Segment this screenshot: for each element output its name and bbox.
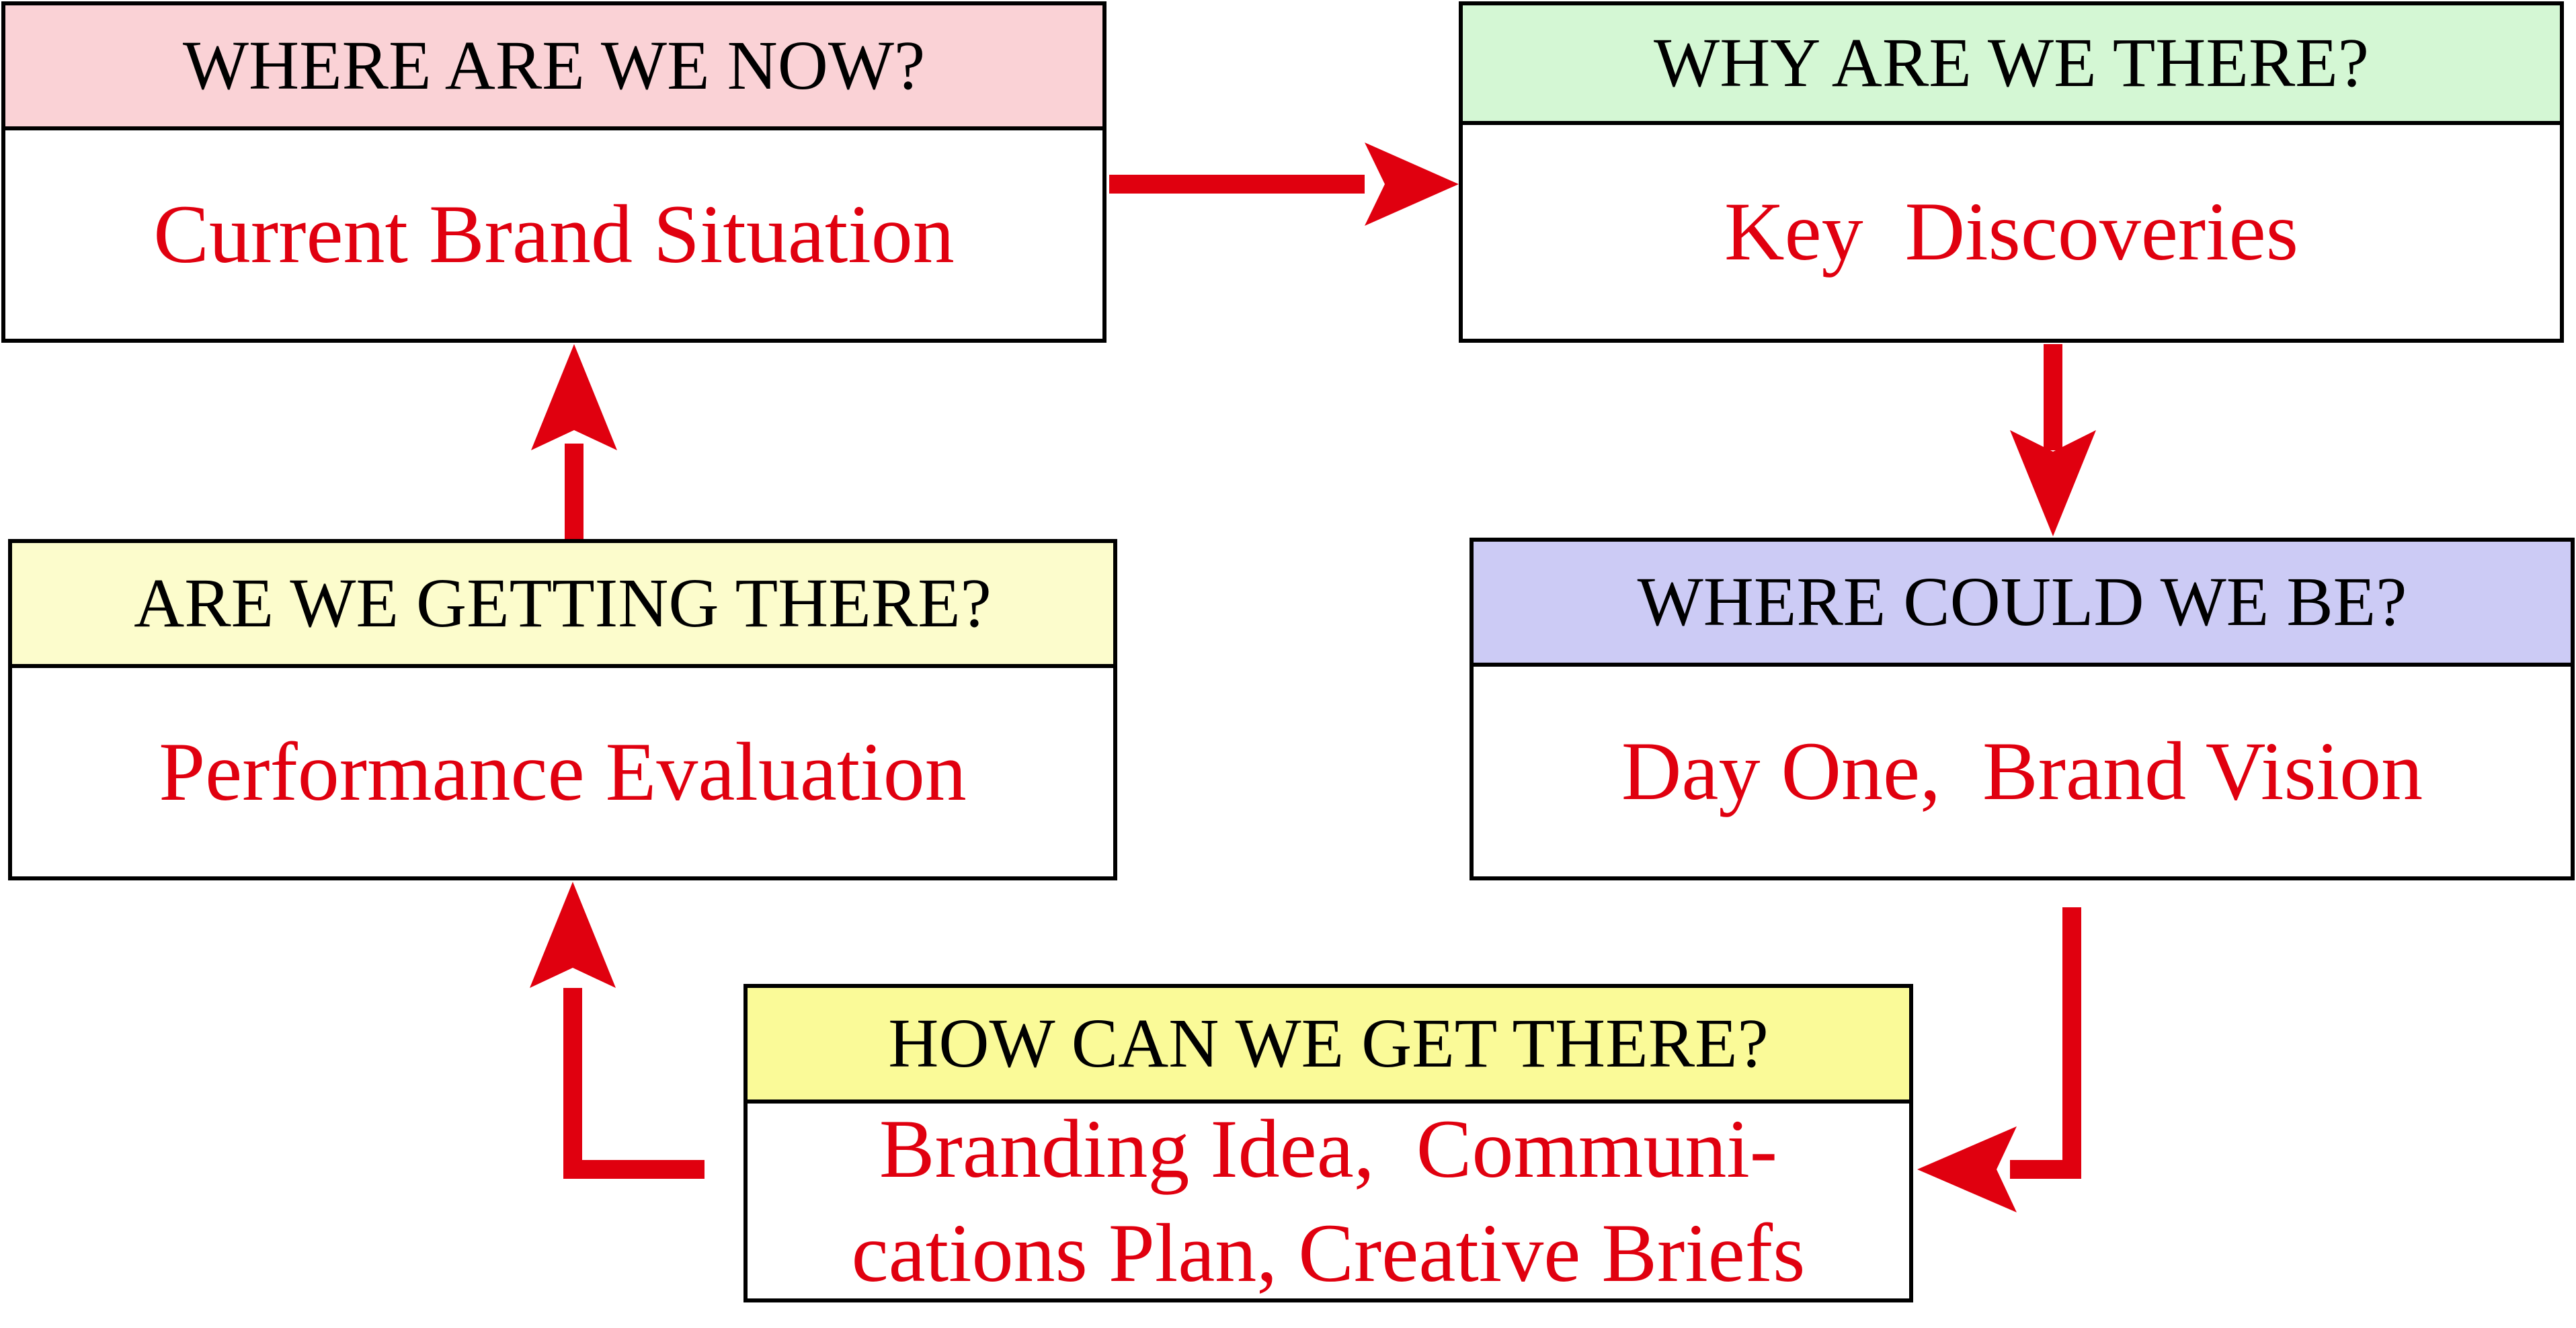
arrow-now-to-why xyxy=(1109,142,1459,226)
stage-header-why-are-we-there: WHY ARE WE THERE? xyxy=(1463,5,2560,125)
arrow-getting-to-now xyxy=(531,344,617,539)
stage-header-how-can-we-get-there: HOW CAN WE GET THERE? xyxy=(748,988,1909,1104)
stage-box-how-can-we-get-there: HOW CAN WE GET THERE? Branding Idea, Com… xyxy=(743,984,1913,1302)
stage-box-why-are-we-there: WHY ARE WE THERE? Key Discoveries xyxy=(1459,1,2564,343)
stage-body-day-one-brand-vision: Day One, Brand Vision xyxy=(1621,725,2423,818)
stage-body-key-discoveries: Key Discoveries xyxy=(1724,185,2298,278)
stage-box-where-could-we-be: WHERE COULD WE BE? Day One, Brand Vision xyxy=(1470,538,2575,880)
arrow-could-to-how xyxy=(1917,907,2081,1212)
arrow-how-to-getting xyxy=(530,882,705,1179)
stage-box-where-are-we-now: WHERE ARE WE NOW? Current Brand Situatio… xyxy=(1,1,1106,343)
arrow-why-to-could xyxy=(2010,344,2096,536)
stage-body-branding-communications-creative: Branding Idea, Communi- cations Plan, Cr… xyxy=(851,1103,1806,1299)
stage-body-current-brand-situation: Current Brand Situation xyxy=(153,188,955,281)
stage-box-are-we-getting-there: ARE WE GETTING THERE? Performance Evalua… xyxy=(8,539,1117,880)
stage-header-are-we-getting-there: ARE WE GETTING THERE? xyxy=(12,543,1113,668)
stage-header-where-could-we-be: WHERE COULD WE BE? xyxy=(1474,542,2571,667)
stage-body-performance-evaluation: Performance Evaluation xyxy=(159,726,967,819)
stage-header-where-are-we-now: WHERE ARE WE NOW? xyxy=(5,5,1102,130)
